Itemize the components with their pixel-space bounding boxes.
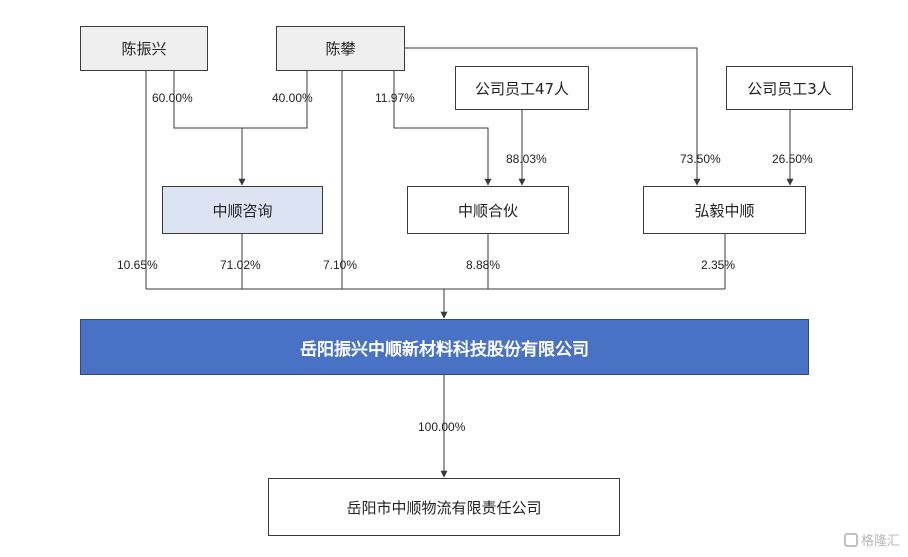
node-chen-zhenxing: 陈振兴 [80,26,208,71]
watermark: 格隆汇 [843,530,900,549]
pct-main-to-logistics: 100.00% [418,420,466,434]
watermark-logo-icon [843,532,858,547]
pct-staff47-to-partner: 88.03% [506,152,547,166]
pct-zhenxing-to-consult: 60.00% [152,91,193,105]
pct-hongyi-to-main: 2.35% [701,258,736,272]
line-pan-to-consult [242,71,308,129]
line-pan-to-hongyi [405,47,701,186]
line-zhenxing-to-consult [173,71,242,129]
pct-zhenxing-to-main: 10.65% [117,258,158,272]
node-zhongshun-partner: 中顺合伙 [407,186,569,234]
pct-pan-to-consult: 40.00% [272,91,313,105]
pct-staff3-to-hongyi: 26.50% [772,152,813,166]
watermark-text: 格隆汇 [860,534,900,549]
node-staff-47: 公司员工47人 [455,66,589,110]
node-zhongshun-consult: 中顺咨询 [162,186,323,234]
node-chen-pan: 陈攀 [276,26,405,71]
pct-pan-to-main: 7.10% [323,258,358,272]
pct-pan-to-partner: 11.97% [375,91,415,105]
pct-pan-to-hongyi: 73.50% [680,152,721,166]
node-logistics: 岳阳市中顺物流有限责任公司 [268,478,620,536]
node-main-company: 岳阳振兴中顺新材料科技股份有限公司 [80,319,809,375]
pct-partner-to-main: 8.88% [466,258,501,272]
pct-consult-to-main: 71.02% [220,258,261,272]
line-pan-to-partner [393,71,492,186]
node-staff-3: 公司员工3人 [726,66,853,110]
node-hongyi-zhongshun: 弘毅中顺 [643,186,806,234]
